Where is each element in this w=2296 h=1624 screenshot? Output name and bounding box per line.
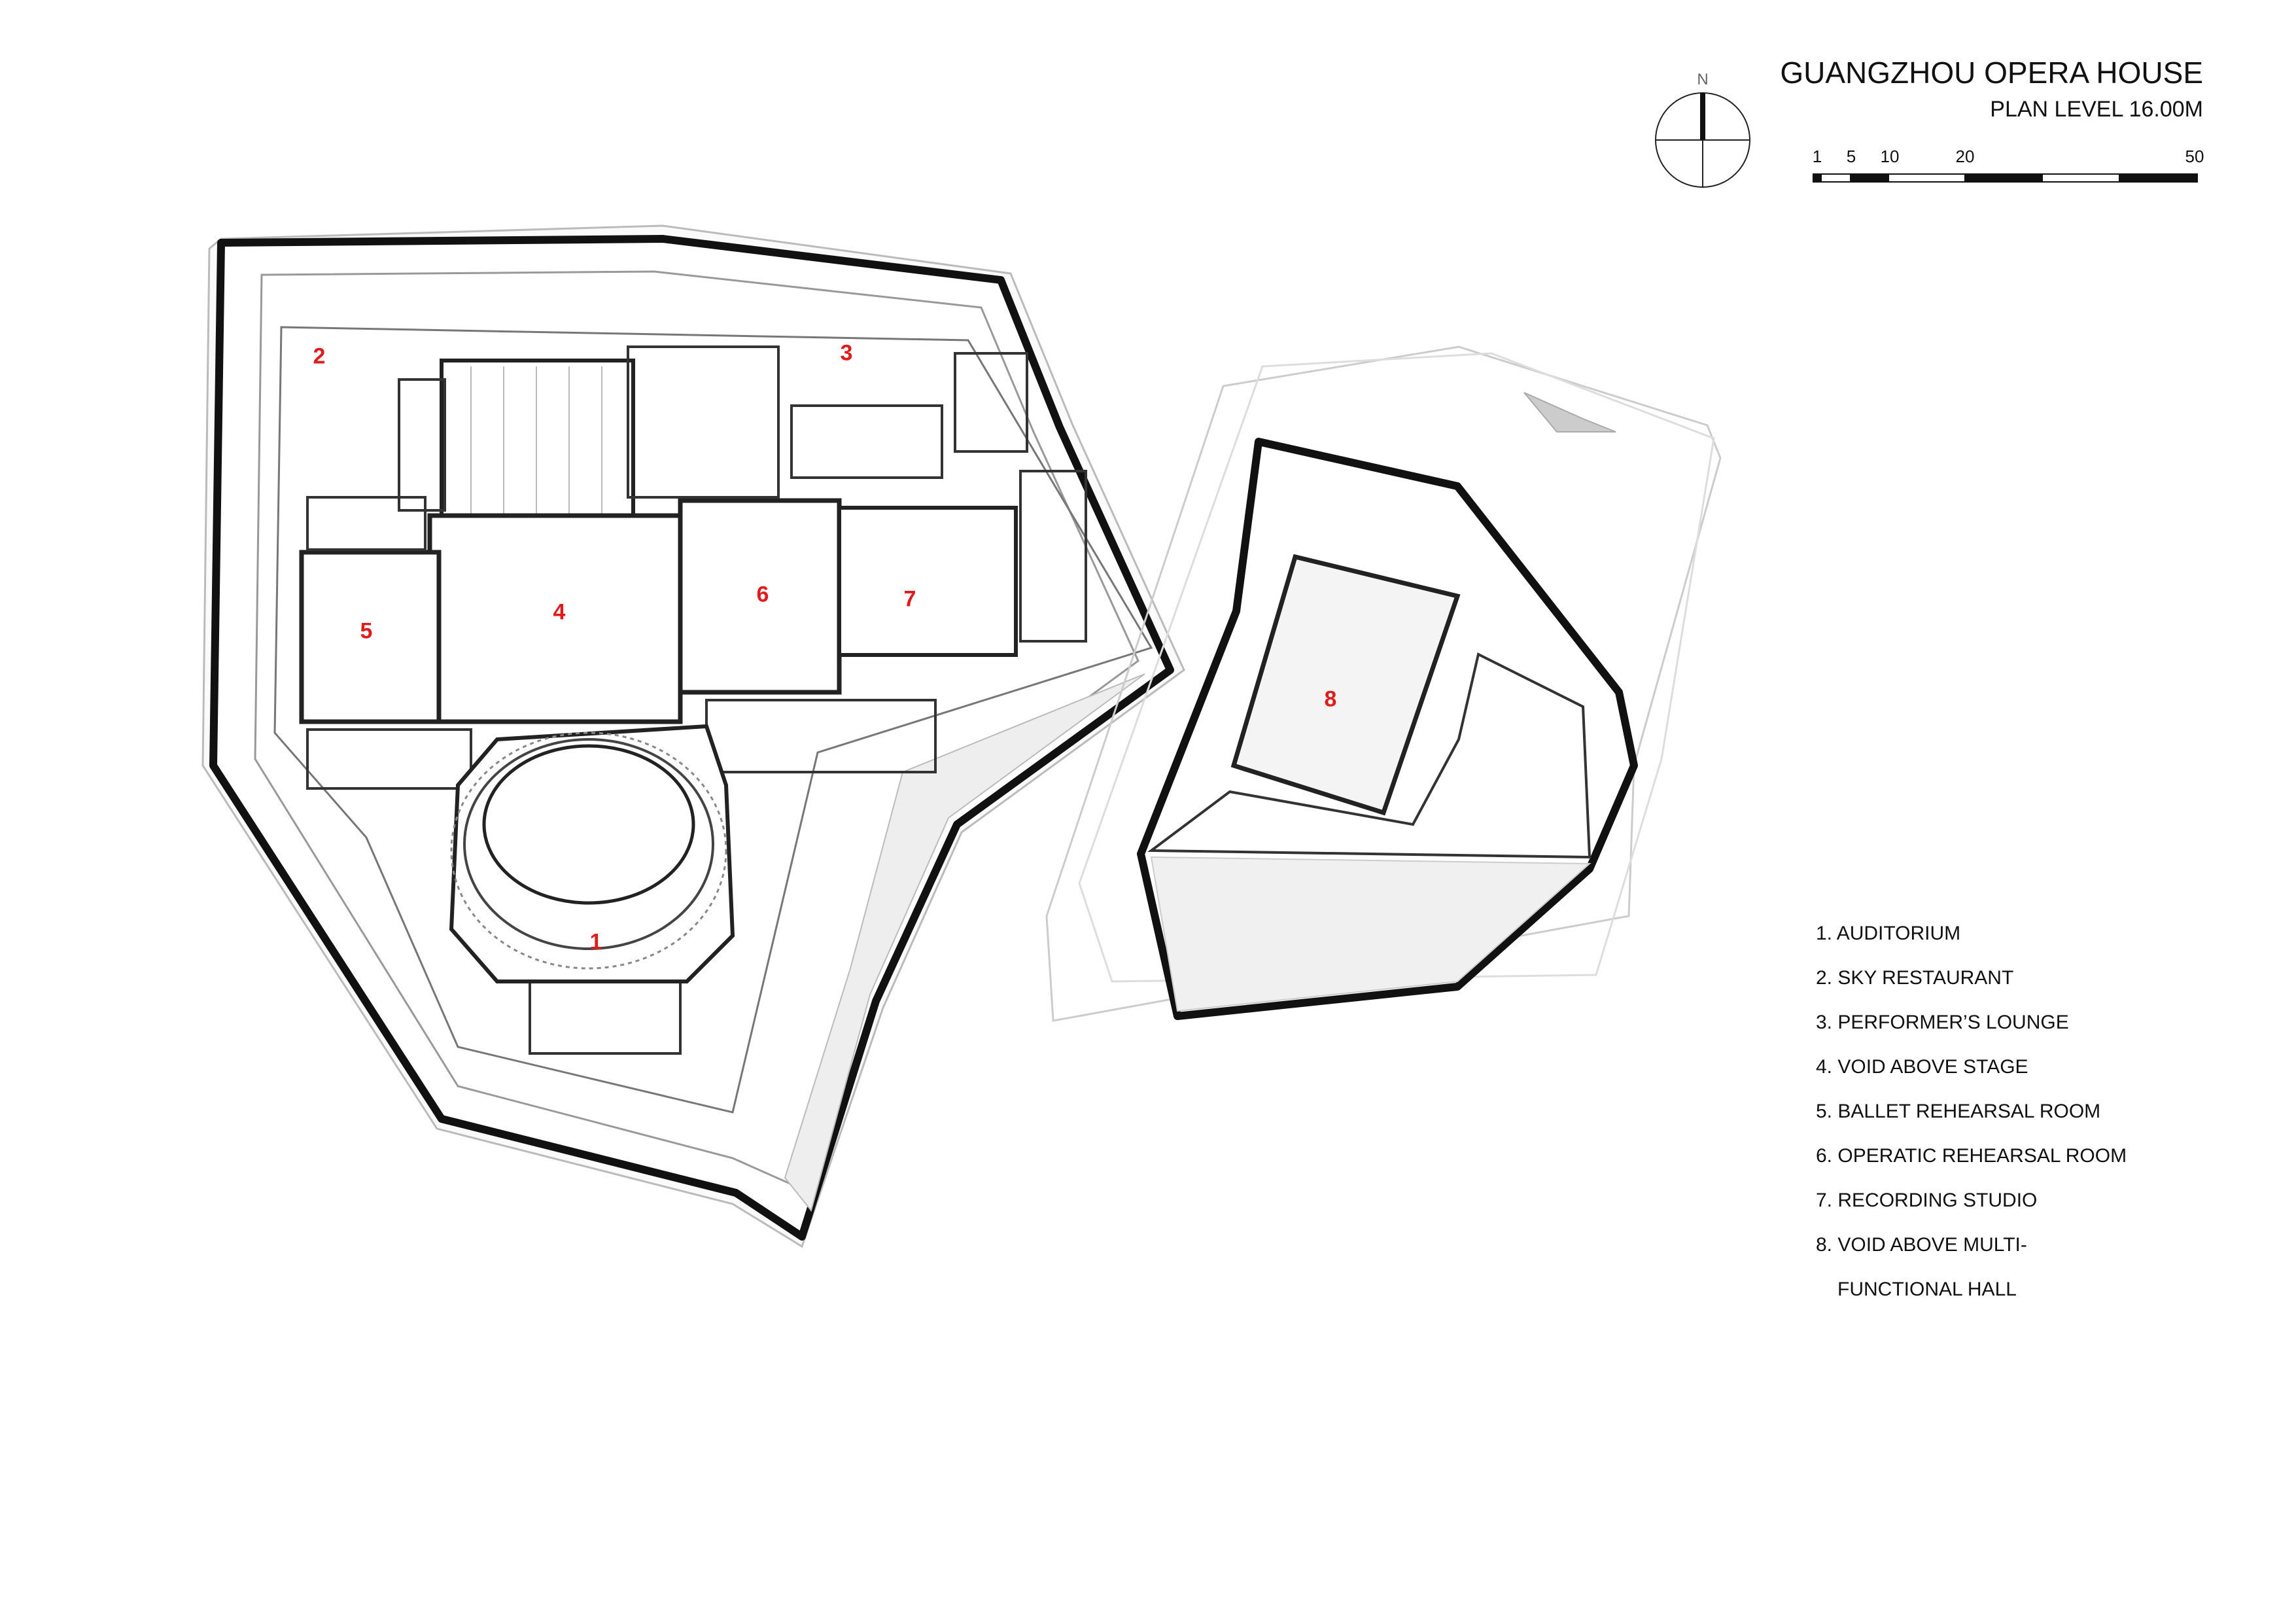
legend-item: 4. VOID ABOVE STAGE (1816, 1056, 2028, 1078)
drawing-subtitle: PLAN LEVEL 16.00M (1990, 97, 2203, 122)
room-number-2: 2 (313, 344, 326, 369)
legend-item: 5. BALLET REHEARSAL ROOM (1816, 1101, 2101, 1122)
room-operatic-rehearsal (678, 498, 842, 695)
room-number-3: 3 (840, 340, 853, 366)
room-number-1: 1 (589, 929, 602, 955)
compass-north-label: N (1697, 71, 1709, 88)
scale-label: 1 (1812, 147, 1822, 166)
multifunction-hall-building (1045, 345, 1722, 1022)
room-number-4: 4 (553, 599, 566, 625)
room-number-6: 6 (756, 582, 769, 607)
room-void-above-multifunctional-hall (1230, 554, 1461, 816)
opera-house-main-building (201, 224, 1185, 1248)
legend-item: 2. SKY RESTAURANT (1816, 967, 2014, 989)
legend-item: 6. OPERATIC REHEARSAL ROOM (1816, 1145, 2127, 1167)
scale-label: 5 (1846, 147, 1856, 166)
scale-label: 20 (1955, 147, 1975, 166)
legend-item-continuation: FUNCTIONAL HALL (1837, 1279, 2017, 1300)
room-recording-studio (837, 506, 1018, 657)
room-number-7: 7 (903, 586, 916, 612)
legend-item: 8. VOID ABOVE MULTI- (1816, 1234, 2027, 1256)
drawing-title: GUANGZHOU OPERA HOUSE (1780, 56, 2203, 90)
legend-item: 3. PERFORMER’S LOUNGE (1816, 1012, 2069, 1033)
room-auditorium (449, 724, 735, 983)
scale-label: 10 (1880, 147, 1900, 166)
legend-item: 1. AUDITORIUM (1816, 923, 1961, 944)
north-compass (1655, 92, 1750, 188)
room-legend: 1. AUDITORIUM 2. SKY RESTAURANT 3. PERFO… (1816, 919, 2127, 1320)
legend-item: 7. RECORDING STUDIO (1816, 1190, 2038, 1211)
room-number-8: 8 (1324, 686, 1337, 712)
scale-label: 50 (2185, 147, 2204, 166)
room-number-5: 5 (360, 618, 373, 644)
room-ballet-rehearsal (299, 550, 442, 724)
scale-bar (1813, 173, 2198, 183)
